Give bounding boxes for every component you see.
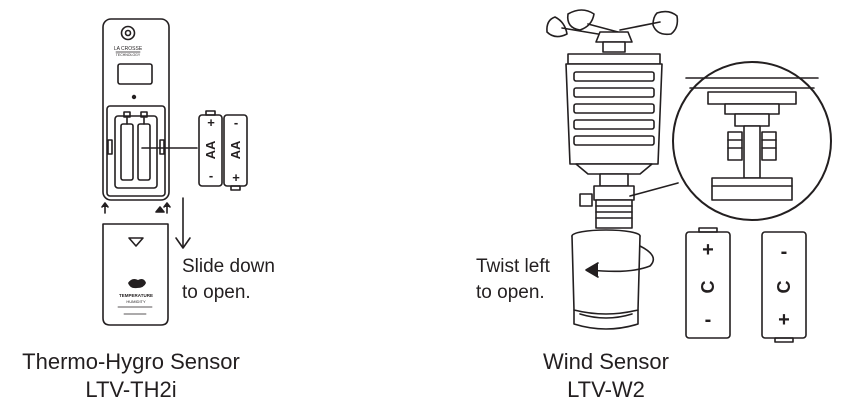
thermo-hygro-battery-cover <box>102 223 169 326</box>
aa-battery-1 <box>198 110 223 187</box>
aa-battery-2-label: AA <box>228 140 243 159</box>
thermo-hygro-model: LTV-TH2i <box>85 377 177 402</box>
cover-text-temperature: TEMPERATURE <box>119 293 153 298</box>
c-battery-1-plus: + <box>702 239 714 261</box>
slide-down-instruction-line1: Slide down <box>182 256 275 277</box>
wind-sensor-model: LTV-W2 <box>567 377 645 402</box>
zoom-detail-circle <box>672 61 832 221</box>
aa-battery-1-label: AA <box>203 140 218 159</box>
anemometer-cups <box>546 9 679 53</box>
twist-left-instruction-line2: to open. <box>476 282 545 303</box>
c-battery-1 <box>685 227 731 339</box>
wind-sensor-shaft <box>579 173 635 229</box>
aa-battery-1-plus: + <box>207 115 215 130</box>
wind-sensor-housing <box>565 53 663 175</box>
zoom-connector-line <box>629 182 679 197</box>
slide-down-instruction-line2: to open. <box>182 282 251 303</box>
cover-text-humidity: HUMIDITY <box>126 299 146 304</box>
slide-down-arrow <box>175 197 191 249</box>
sensor-logo-subtext: TECHNOLOGY <box>116 53 141 57</box>
aa-battery-2-plus: + <box>232 170 240 185</box>
c-battery-1-label: C <box>698 281 718 294</box>
wind-sensor-battery-cup <box>571 229 641 330</box>
wind-sensor-title: Wind Sensor <box>543 349 669 374</box>
twist-left-arrow <box>585 245 655 278</box>
thermo-hygro-title: Thermo-Hygro Sensor <box>22 349 240 374</box>
thermo-hygro-slot-arrows <box>101 202 171 214</box>
aa-battery-1-minus: - <box>209 168 213 183</box>
aa-battery-2-minus: - <box>234 115 238 130</box>
sensor-logo-text: LA CROSSE <box>114 46 143 52</box>
aa-battery-2 <box>223 114 248 191</box>
c-battery-1-minus: - <box>705 309 712 331</box>
c-battery-2-plus: + <box>778 309 790 331</box>
thermo-hygro-sensor-body <box>102 18 170 201</box>
c-battery-2-minus: - <box>781 241 788 263</box>
c-battery-2 <box>761 231 807 343</box>
twist-left-instruction-line1: Twist left <box>476 256 550 277</box>
c-battery-2-label: C <box>774 281 794 294</box>
